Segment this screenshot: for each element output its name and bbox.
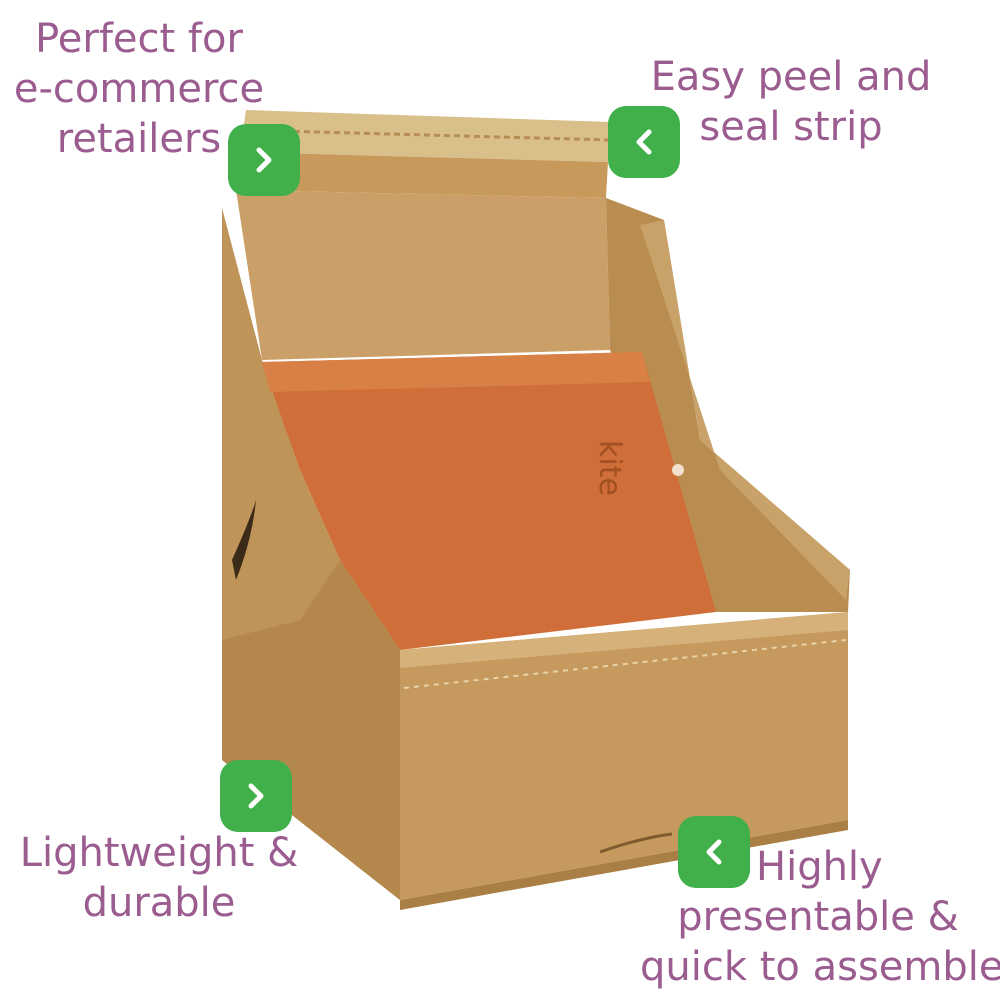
back-inner-wall [236,190,610,360]
callout-ecommerce-line-3: retailers [56,116,222,162]
right-chevron-icon[interactable] [220,760,292,832]
orange-product-insert [262,352,716,650]
callout-presentable-line-1: Highly [756,844,883,890]
callout-peel-seal-text: Easy peel and seal strip [648,52,934,152]
callout-lightweight-line-2: durable [82,880,236,926]
callout-ecommerce-text: Perfect for e-commerce retailers [10,14,268,164]
callout-peel-seal-line-1: Easy peel and [650,54,932,100]
callout-peel-seal-line-2: seal strip [699,104,883,150]
left-chevron-icon[interactable] [608,106,680,178]
callout-ecommerce-line-1: Perfect for [35,16,243,62]
callout-presentable-line-2: presentable & [677,894,959,940]
callout-lightweight-text: Lightweight & durable [14,828,304,928]
left-chevron-icon[interactable] [678,816,750,888]
callout-presentable-line-3: quick to assemble [640,944,1000,990]
kite-logo: kite [592,440,627,496]
callout-lightweight-line-1: Lightweight & [19,830,299,876]
back-lid-flap [236,152,608,198]
callout-ecommerce-line-2: e-commerce [13,66,265,112]
callout-presentable-text: presentable & quick to assemble [640,892,1000,992]
right-chevron-icon[interactable] [228,124,300,196]
